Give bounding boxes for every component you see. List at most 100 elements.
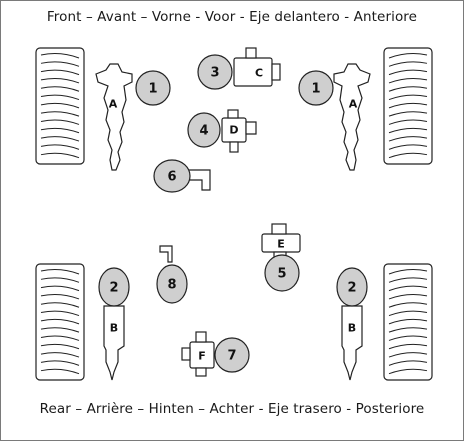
tread-line — [388, 310, 428, 317]
center-six-part: 6 — [153, 159, 211, 193]
tread-line — [388, 277, 428, 283]
front-left-tire — [35, 47, 85, 165]
tread-line — [40, 360, 80, 366]
rear-left-balloon — [98, 267, 130, 307]
tread-line — [388, 327, 428, 333]
front-right-tire — [383, 47, 433, 165]
tread-line — [40, 335, 80, 341]
tread-line — [388, 343, 428, 350]
center-eight-part: 8 — [156, 245, 188, 304]
tread-line — [40, 136, 80, 142]
tread-line — [388, 53, 428, 59]
tread-line — [40, 94, 80, 101]
tread-line — [388, 61, 428, 67]
tread-line — [388, 152, 428, 159]
tread-line — [40, 119, 80, 125]
rear-left-tire-tread — [40, 269, 80, 375]
rear-right-letter: B — [348, 322, 356, 335]
tread-line — [40, 69, 80, 76]
tread-line — [40, 318, 80, 325]
tread-line — [40, 53, 80, 59]
tread-line — [40, 277, 80, 283]
tread-line — [40, 61, 80, 67]
tread-line — [388, 111, 428, 117]
center-eight-number: 8 — [167, 278, 176, 293]
tread-line — [40, 302, 80, 308]
tread-line — [40, 77, 80, 84]
right-center-letter: E — [277, 238, 285, 251]
bottom-letter: F — [198, 350, 206, 363]
front-left-tire-tread — [40, 53, 80, 159]
tread-line — [388, 269, 428, 275]
front-right-letter: A — [349, 98, 358, 111]
rear-right-number: 2 — [347, 281, 356, 296]
tread-line — [40, 368, 80, 375]
tread-line — [388, 335, 428, 341]
tread-line — [388, 127, 428, 134]
right-center-number: 5 — [277, 267, 286, 282]
center-top-assembly: 3 C — [197, 47, 281, 90]
tread-line — [388, 136, 428, 142]
tread-line — [388, 302, 428, 308]
rear-left-tire — [35, 263, 85, 381]
center-mid-assembly: 4 D — [187, 109, 257, 153]
tread-line — [388, 102, 428, 109]
tread-line — [40, 327, 80, 333]
tread-line — [388, 352, 428, 358]
front-right-strut: 1 A — [298, 63, 371, 171]
tread-line — [40, 152, 80, 159]
tread-line — [40, 127, 80, 134]
tread-line — [388, 285, 428, 292]
bottom-assembly: 7 F — [181, 331, 250, 377]
front-left-strut: 1 A — [95, 63, 171, 171]
tread-line — [40, 86, 80, 92]
tread-line — [388, 368, 428, 375]
front-left-letter: A — [109, 98, 118, 111]
tread-line — [40, 269, 80, 275]
front-left-balloon — [135, 70, 171, 106]
bottom-balloon — [214, 337, 250, 373]
rear-left-number: 2 — [109, 281, 118, 296]
front-axle-caption: Front – Avant – Vorne - Voor - Eje delan… — [46, 9, 418, 25]
center-top-letter: C — [255, 67, 263, 80]
tread-line — [388, 77, 428, 84]
center-mid-number: 4 — [199, 124, 208, 139]
rear-right-tire — [383, 263, 433, 381]
center-top-balloon — [197, 54, 233, 90]
tread-line — [40, 293, 80, 300]
right-center-balloon — [264, 254, 300, 292]
front-right-number: 1 — [311, 82, 320, 97]
tread-line — [388, 94, 428, 101]
rear-left-letter: B — [110, 322, 118, 335]
tread-line — [388, 144, 428, 150]
tread-line — [40, 102, 80, 109]
tread-line — [40, 352, 80, 358]
bottom-number: 7 — [227, 349, 236, 364]
front-right-tire-tread — [388, 53, 428, 159]
rear-right-balloon — [336, 267, 368, 307]
tread-line — [40, 343, 80, 350]
right-center-assembly: 5 E — [261, 223, 301, 292]
tread-line — [388, 293, 428, 300]
center-six-number: 6 — [167, 170, 176, 185]
center-mid-letter: D — [229, 124, 238, 137]
front-right-balloon — [298, 70, 334, 106]
tread-line — [388, 119, 428, 125]
rear-left-shock: 2 B — [98, 267, 130, 381]
center-top-number: 3 — [210, 66, 219, 81]
tread-line — [40, 144, 80, 150]
center-six-balloon — [153, 159, 191, 193]
front-left-number: 1 — [148, 82, 157, 97]
tread-line — [40, 310, 80, 317]
rear-axle-caption: Rear – Arrière – Hinten – Achter - Eje t… — [39, 401, 425, 417]
center-eight-balloon — [156, 264, 188, 304]
rear-right-tire-tread — [388, 269, 428, 375]
center-mid-balloon — [187, 112, 221, 148]
tread-line — [388, 318, 428, 325]
tread-line — [40, 111, 80, 117]
rear-right-shock: 2 B — [336, 267, 368, 381]
tread-line — [388, 360, 428, 366]
tread-line — [388, 69, 428, 76]
tread-line — [388, 86, 428, 92]
